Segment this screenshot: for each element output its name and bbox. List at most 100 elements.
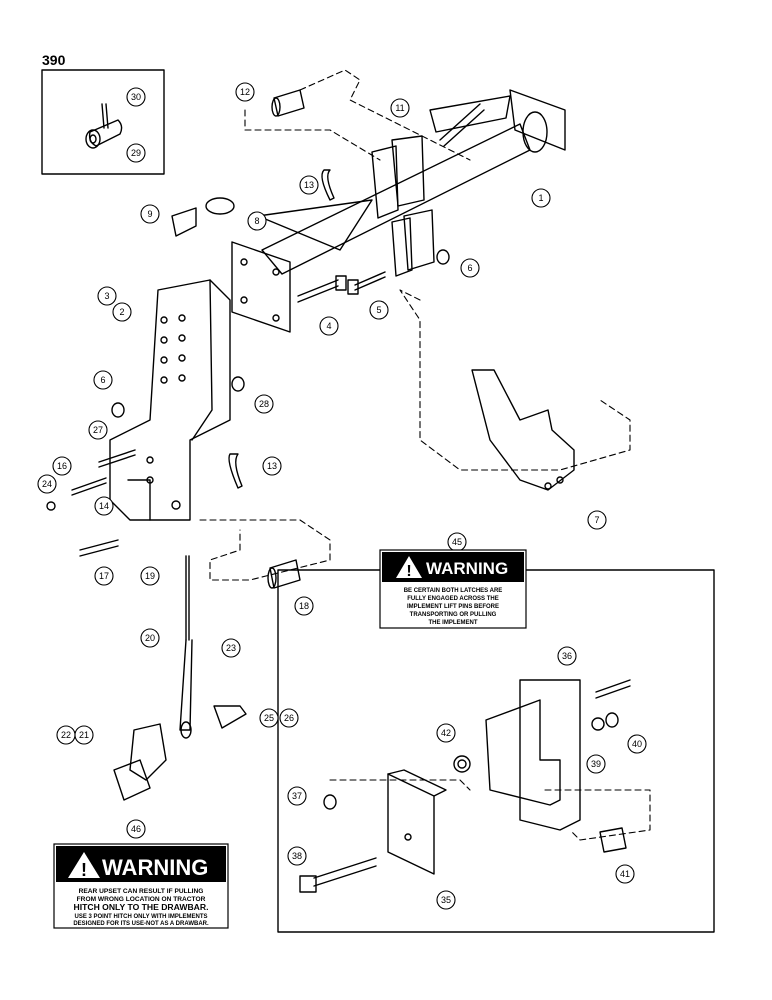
callout-18: 18 — [299, 601, 309, 611]
callout-6a: 6 — [467, 263, 472, 273]
callout-7-circle — [587, 510, 607, 530]
callout-5-circle — [369, 300, 389, 320]
bushing-18 — [267, 559, 301, 589]
warning45-line2: FULLY ENGAGED ACROSS THE — [407, 596, 498, 602]
callout-14: 14 — [99, 501, 109, 511]
callout-20: 20 — [145, 633, 155, 643]
warning46-line2: FROM WRONG LOCATION ON TRACTOR — [77, 896, 206, 903]
callout-19: 19 — [145, 571, 155, 581]
callout-27-circle — [88, 420, 108, 440]
warning-decal-46: ! WARNING REAR UPSET CAN RESULT IF PULLI… — [53, 843, 229, 929]
callout-3: 3 — [104, 291, 109, 301]
warning46-line1: REAR UPSET CAN RESULT IF PULLING — [79, 888, 204, 895]
callout-35: 35 — [441, 895, 451, 905]
inset-box-pin — [41, 69, 165, 175]
warning45-line3: IMPLEMENT LIFT PINS BEFORE — [407, 604, 499, 610]
callout-45: 45 — [452, 537, 462, 547]
callout-41: 41 — [620, 869, 630, 879]
bushing-12 — [271, 89, 305, 117]
warning46-heading: WARNING — [102, 855, 208, 880]
side-bracket-drawing — [109, 279, 231, 521]
crossbar-drawing — [231, 89, 566, 333]
svg-text:!: ! — [81, 860, 87, 880]
warning-decal-45: ! WARNING BE CERTAIN BOTH LATCHES ARE FU… — [379, 549, 527, 629]
callout-12: 12 — [240, 87, 250, 97]
callout-13b-circle — [262, 456, 282, 476]
callout-36-circle — [557, 646, 577, 666]
callout-11: 11 — [395, 103, 404, 113]
callout-14-circle — [94, 496, 114, 516]
pin-assembly-drawing — [85, 103, 123, 149]
callout-22: 22 — [61, 730, 71, 740]
warning-triangle-icon — [68, 852, 100, 878]
callout-28: 28 — [259, 399, 269, 409]
callout-6b: 6 — [100, 375, 105, 385]
callout-39: 39 — [591, 759, 601, 769]
callout-30-circle — [126, 87, 146, 107]
warning46-line3: HITCH ONLY TO THE DRAWBAR. — [74, 902, 209, 912]
pin-13-drawing — [228, 169, 335, 489]
callout-17-circle — [94, 566, 114, 586]
warning-triangle-icon — [396, 556, 422, 578]
callout-19-circle — [140, 566, 160, 586]
callout-9-circle — [140, 204, 160, 224]
callout-46: 46 — [131, 824, 141, 834]
callout-18-circle — [294, 596, 314, 616]
callout-7: 7 — [594, 515, 599, 525]
callout-38-circle — [287, 846, 307, 866]
callout-30: 30 — [131, 92, 141, 102]
warning45-heading: WARNING — [426, 559, 508, 578]
callout-8: 8 — [254, 216, 259, 226]
callout-28-circle — [254, 394, 274, 414]
callout-1: 1 — [538, 193, 543, 203]
warning45-line1: BE CERTAIN BOTH LATCHES ARE — [404, 588, 503, 594]
callout-25-circle — [259, 708, 279, 728]
callout-40-circle — [627, 734, 647, 754]
small-plates-drawing — [113, 705, 247, 801]
rod-drawing — [179, 555, 193, 739]
callout-13b: 13 — [267, 461, 277, 471]
callout-29-circle — [126, 143, 146, 163]
callout-27: 27 — [93, 425, 103, 435]
latch-9-drawing — [171, 197, 235, 237]
page-number: 390 — [42, 52, 66, 68]
callout-16-circle — [52, 456, 72, 476]
callout-29: 29 — [131, 148, 141, 158]
callout-25: 25 — [264, 713, 274, 723]
svg-text:!: ! — [406, 563, 411, 580]
callout-13a-circle — [299, 175, 319, 195]
callout-26-circle — [279, 708, 299, 728]
callout-37: 37 — [292, 791, 302, 801]
callout-23: 23 — [226, 643, 236, 653]
callout-16: 16 — [57, 461, 67, 471]
callout-26: 26 — [284, 713, 294, 723]
callout-5: 5 — [376, 305, 381, 315]
callout-12-circle — [235, 82, 255, 102]
callout-24: 24 — [42, 479, 52, 489]
leader-lines — [199, 69, 651, 841]
callout-20-circle — [140, 628, 160, 648]
warning46-line5: DESIGNED FOR ITS USE-NOT AS A DRAWBAR. — [73, 921, 209, 927]
callout-13a: 13 — [304, 180, 314, 190]
callout-3-circle — [97, 286, 117, 306]
callout-24-circle — [37, 474, 57, 494]
callout-39-circle — [586, 754, 606, 774]
callout-38: 38 — [292, 851, 302, 861]
callout-11-circle — [390, 98, 410, 118]
callout-8-circle — [247, 211, 267, 231]
callout-35-circle — [436, 890, 456, 910]
callout-42-circle — [436, 723, 456, 743]
callout-9: 9 — [147, 209, 152, 219]
callout-4: 4 — [326, 321, 331, 331]
warning45-line5: THE IMPLEMENT — [429, 620, 478, 626]
callout-6b-circle — [93, 370, 113, 390]
plate-drawing — [471, 369, 575, 491]
callout-36: 36 — [562, 651, 572, 661]
fasteners-drawing — [46, 103, 485, 557]
warning45-line4: TRANSPORTING OR PULLING — [410, 612, 497, 618]
callout-21: 21 — [79, 730, 89, 740]
callout-41-circle — [615, 864, 635, 884]
callout-23-circle — [221, 638, 241, 658]
callout-46-circle — [126, 819, 146, 839]
